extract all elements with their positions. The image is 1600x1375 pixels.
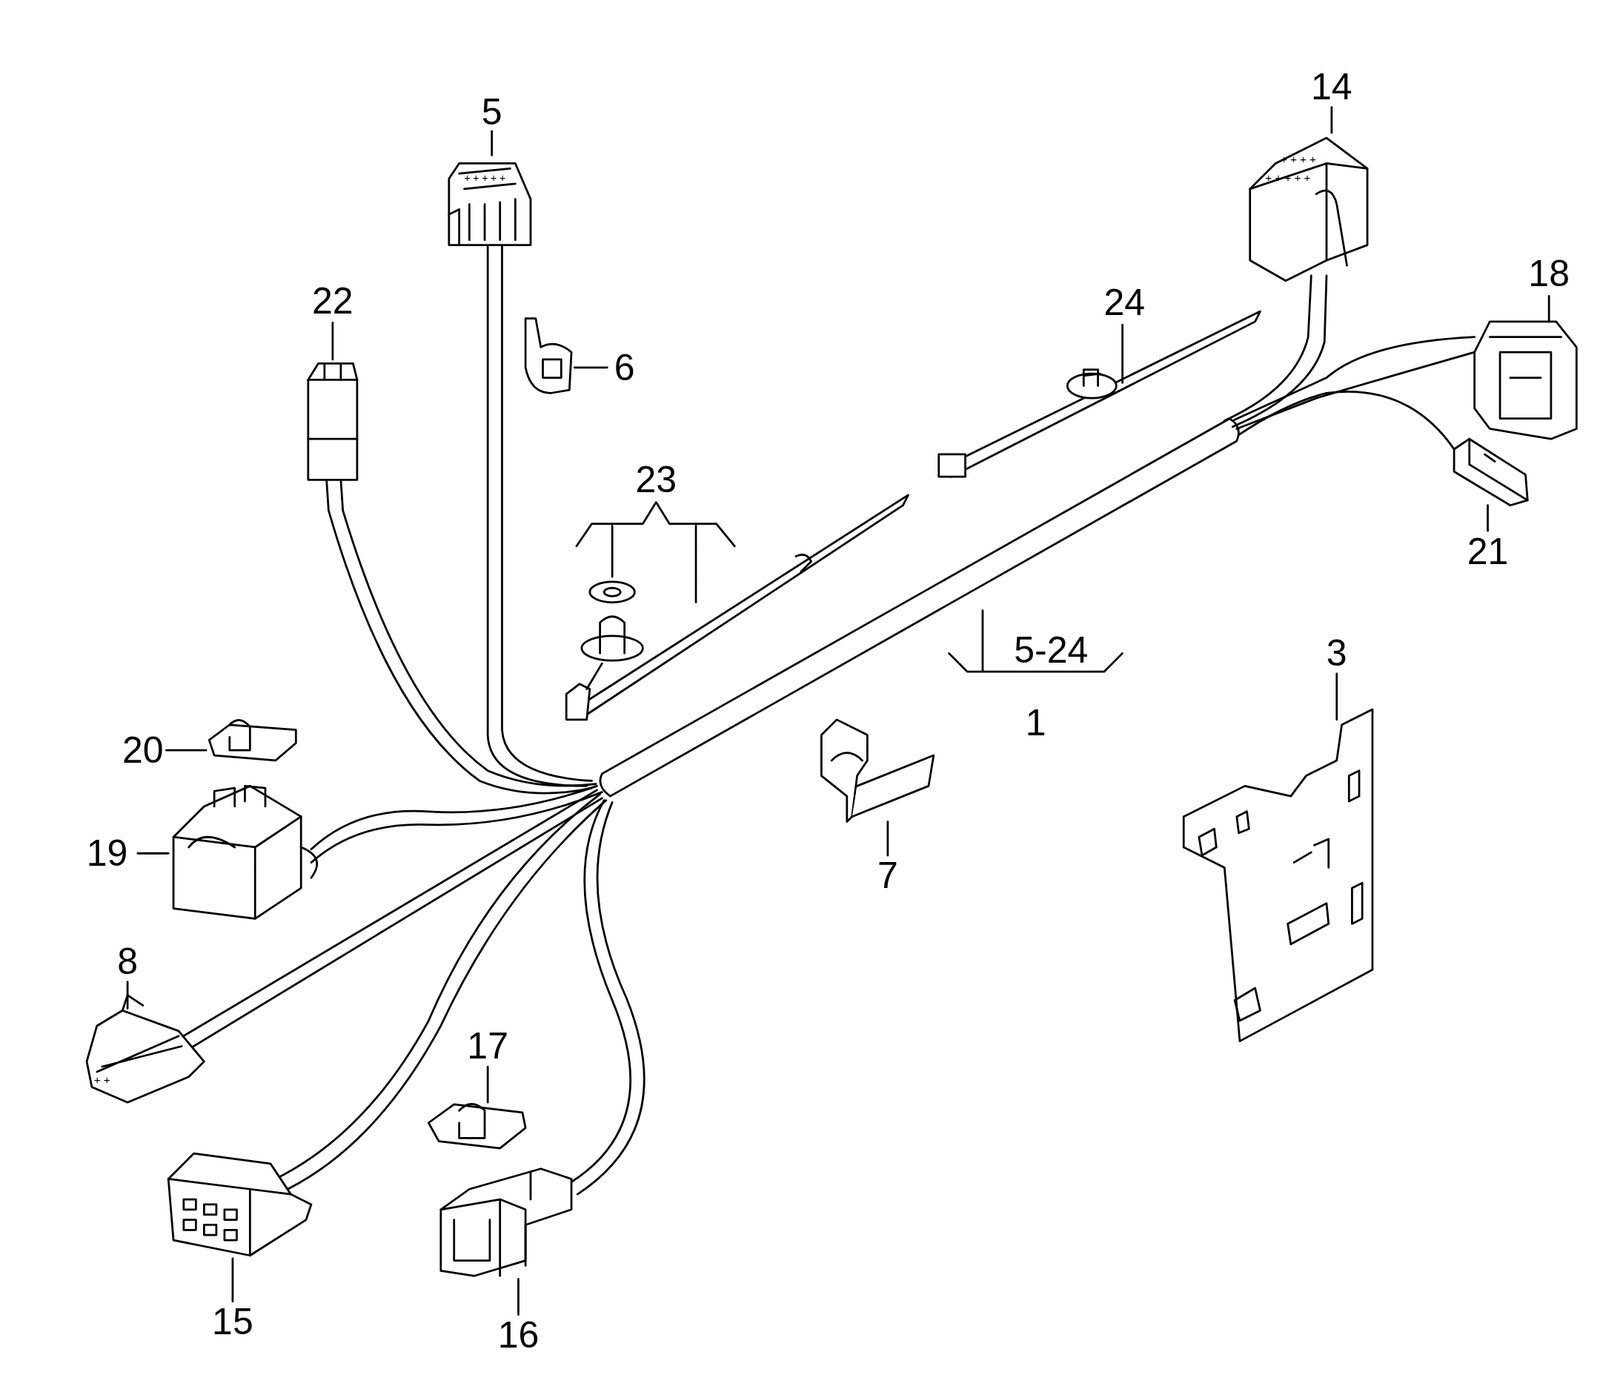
callout-number: 16 bbox=[496, 1316, 541, 1354]
callout-number: 3 bbox=[1325, 634, 1349, 672]
callout-number: 1 bbox=[1024, 704, 1048, 742]
callout-number: 19 bbox=[85, 834, 130, 872]
svg-text:+ +: + + bbox=[94, 1073, 111, 1086]
callout-number: 22 bbox=[310, 282, 355, 320]
callout-number: 23 bbox=[634, 460, 679, 499]
callout-number: 24 bbox=[1102, 283, 1148, 321]
callout-number: 8 bbox=[115, 942, 140, 980]
svg-text:+ + + + +: + + + + + bbox=[1265, 171, 1311, 184]
callout-number: 5-24 bbox=[1012, 631, 1090, 669]
svg-text:+ + + + +: + + + + + bbox=[463, 172, 505, 184]
callout-number: 6 bbox=[612, 349, 637, 387]
callout-number: 7 bbox=[875, 856, 900, 894]
callout-number: 18 bbox=[1526, 254, 1572, 292]
callout-number: 21 bbox=[1465, 532, 1511, 570]
callout-number: 14 bbox=[1309, 68, 1354, 106]
callout-number: 5 bbox=[480, 93, 504, 131]
callout-number: 15 bbox=[210, 1302, 255, 1340]
callout-number: 20 bbox=[120, 731, 166, 769]
svg-text:+ + + +: + + + + bbox=[1280, 152, 1317, 166]
callout-number: 17 bbox=[465, 1027, 510, 1065]
